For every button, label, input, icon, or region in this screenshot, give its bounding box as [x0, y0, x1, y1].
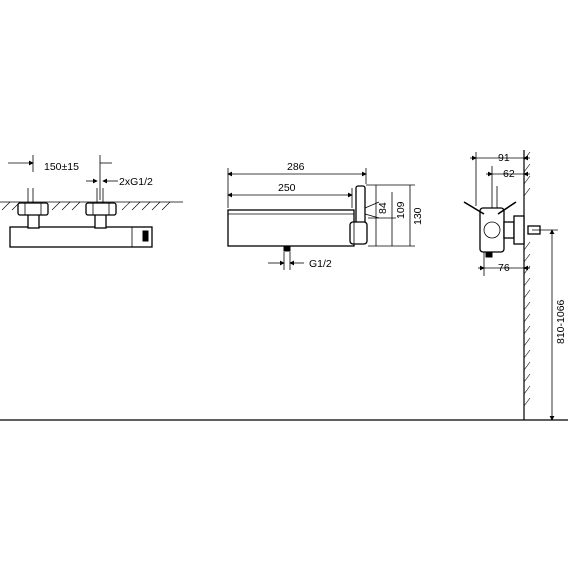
dim-inlet-label: 2xG1/2 [119, 176, 153, 188]
right-eccentric [85, 188, 117, 229]
dim-body-length: 250 [278, 182, 296, 194]
dim-mount-height: 810-1066 [555, 299, 567, 344]
dim-outlet-label: G1/2 [309, 258, 332, 270]
front-view: 150±15 2xG1/2 [0, 155, 183, 248]
dim-130: 130 [412, 207, 424, 225]
dim-91: 91 [498, 152, 510, 164]
wall-hatch-side [523, 151, 531, 407]
control-handle [349, 185, 380, 245]
side-view: 91 62 76 810-1066 [463, 150, 567, 421]
left-eccentric [17, 188, 49, 229]
dim-109: 109 [395, 201, 407, 219]
wall-hatch-front [1, 201, 171, 211]
dim-76: 76 [498, 262, 510, 274]
top-view: 286 250 G1/2 84 109 130 [227, 161, 424, 270]
dim-spacing-label: 150±15 [44, 161, 79, 173]
dim-overall-length: 286 [287, 161, 305, 173]
mixer-body-top [227, 209, 355, 247]
dim-84: 84 [377, 202, 389, 214]
mixer-body-front [9, 226, 153, 248]
dim-62: 62 [503, 168, 515, 180]
